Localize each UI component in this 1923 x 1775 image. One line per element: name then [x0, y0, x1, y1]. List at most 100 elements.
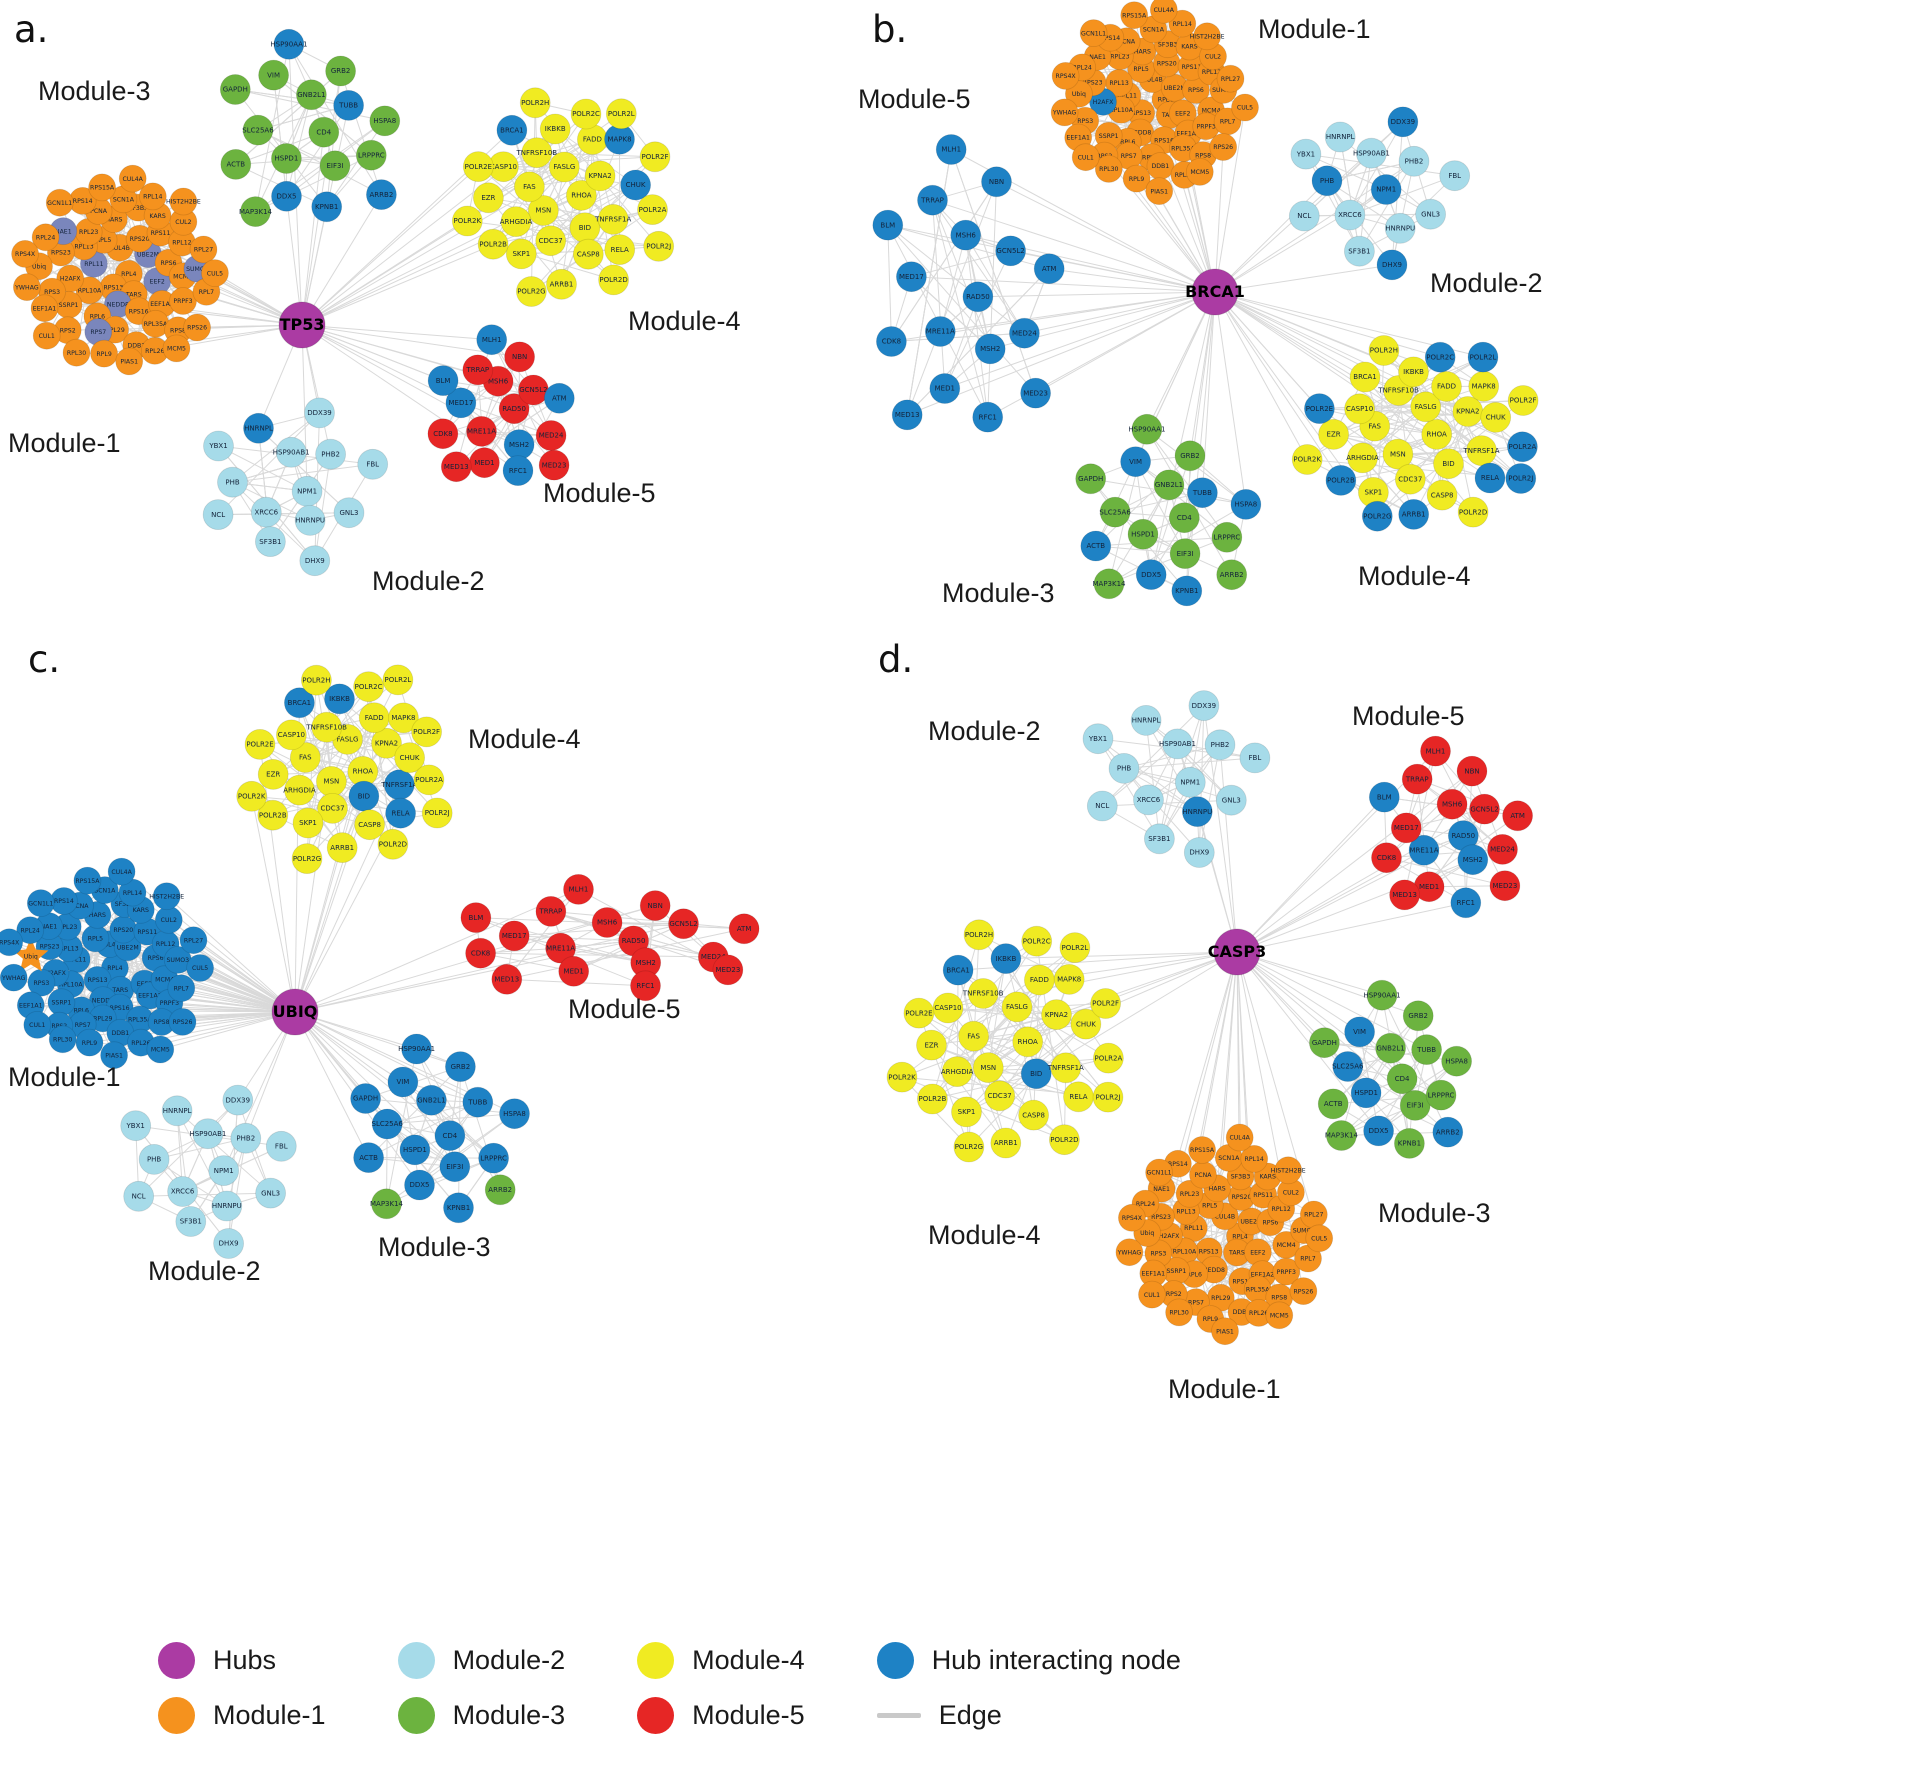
node-POLR2D[interactable]: POLR2D [377, 828, 409, 860]
hub-node-TP53[interactable]: TP53 [278, 301, 326, 349]
node-MAPK8[interactable]: MAPK8 [1053, 964, 1085, 995]
node-MCM5[interactable]: MCM5 [146, 1035, 175, 1064]
node-RPS4X[interactable]: RPS4X [1118, 1203, 1146, 1232]
node-CUL1[interactable]: CUL1 [1138, 1280, 1166, 1309]
node-MED23[interactable]: MED23 [712, 954, 744, 986]
node-SKP1[interactable]: SKP1 [505, 238, 537, 270]
node-DDX5[interactable]: DDX5 [404, 1169, 435, 1201]
node-POLR2K[interactable]: POLR2K [451, 205, 483, 237]
node-RPL30[interactable]: RPL30 [48, 1025, 77, 1054]
node-BRCA1[interactable]: BRCA1 [496, 114, 528, 146]
node-MRE11A[interactable]: MRE11A [466, 415, 497, 447]
node-YWHAG[interactable]: YWHAG [1115, 1238, 1144, 1267]
node-YBX1[interactable]: YBX1 [1082, 723, 1114, 755]
node-BLM[interactable]: BLM [872, 209, 904, 241]
node-TRRAP[interactable]: TRRAP [917, 184, 948, 216]
node-RELA[interactable]: RELA [385, 797, 417, 829]
node-POLR2D[interactable]: POLR2D [1457, 496, 1489, 528]
node-HSPD1[interactable]: HSPD1 [270, 143, 302, 174]
node-HSP90AA1[interactable]: HSP90AA1 [398, 1033, 435, 1065]
node-MED23[interactable]: MED23 [538, 449, 570, 481]
node-PRPF3[interactable]: PRPF3 [169, 287, 197, 315]
node-RPS26[interactable]: RPS26 [1209, 133, 1238, 161]
node-POLR2L[interactable]: POLR2L [1467, 341, 1499, 373]
node-XRCC6[interactable]: XRCC6 [1133, 784, 1164, 816]
node-GNL3[interactable]: GNL3 [333, 497, 365, 529]
node-PHB[interactable]: PHB [1311, 165, 1343, 197]
node-GNL3[interactable]: GNL3 [1415, 198, 1446, 230]
node-POLR2B[interactable]: POLR2B [1325, 464, 1357, 496]
node-EIF3I[interactable]: EIF3I [439, 1151, 471, 1183]
node-MED24[interactable]: MED24 [1487, 834, 1518, 865]
node-RELA[interactable]: RELA [1063, 1081, 1094, 1113]
node-DDX5[interactable]: DDX5 [1135, 559, 1167, 590]
node-RPS15A[interactable]: RPS15A [1120, 1, 1149, 30]
node-MLH1[interactable]: MLH1 [1420, 735, 1451, 767]
node-SLC25A6[interactable]: SLC25A6 [1099, 496, 1131, 528]
node-RPL27[interactable]: RPL27 [189, 235, 218, 264]
node-NBN[interactable]: NBN [639, 890, 671, 921]
node-POLR2H[interactable]: POLR2H [300, 664, 332, 696]
node-CDK8[interactable]: CDK8 [1371, 842, 1402, 874]
node-RPS4X[interactable]: RPS4X [0, 928, 24, 957]
node-SF3B1[interactable]: SF3B1 [1144, 823, 1175, 855]
node-POLR2L[interactable]: POLR2L [1059, 932, 1091, 963]
node-EIF3I[interactable]: EIF3I [319, 150, 351, 182]
node-ATM[interactable]: ATM [543, 382, 575, 414]
node-MAP3K14[interactable]: MAP3K14 [239, 196, 273, 228]
node-POLR2B[interactable]: POLR2B [917, 1083, 948, 1115]
node-CASP8[interactable]: CASP8 [1426, 479, 1458, 511]
node-GNB2L1[interactable]: GNB2L1 [1153, 469, 1185, 501]
node-MED1[interactable]: MED1 [929, 373, 961, 404]
node-POLR2D[interactable]: POLR2D [1049, 1124, 1080, 1156]
node-PHB2[interactable]: PHB2 [315, 438, 347, 470]
node-FADD[interactable]: FADD [577, 124, 608, 155]
node-MED17[interactable]: MED17 [896, 261, 927, 293]
node-ATM[interactable]: ATM [1502, 800, 1533, 832]
node-SF3B1[interactable]: SF3B1 [1344, 235, 1375, 267]
node-POLR2A[interactable]: POLR2A [637, 194, 668, 226]
node-RPL7[interactable]: RPL7 [167, 974, 196, 1003]
hub-node-BRCA1[interactable]: BRCA1 [1185, 268, 1245, 316]
node-MLH1[interactable]: MLH1 [935, 134, 967, 165]
node-HSPD1[interactable]: HSPD1 [399, 1134, 431, 1166]
node-MAP3K14[interactable]: MAP3K14 [1325, 1120, 1359, 1151]
node-LRPPRC[interactable]: LRPPRC [478, 1142, 510, 1174]
node-PHB[interactable]: PHB [138, 1144, 170, 1175]
node-PIAS1[interactable]: PIAS1 [1211, 1317, 1239, 1346]
node-CUL5[interactable]: CUL5 [186, 954, 215, 982]
node-RPS4X[interactable]: RPS4X [11, 239, 40, 268]
node-TUBB[interactable]: TUBB [1187, 477, 1218, 509]
node-GCN1L1[interactable]: GCN1L1 [45, 188, 74, 217]
node-MED13[interactable]: MED13 [1389, 879, 1420, 911]
node-HNRNPL[interactable]: HNRNPL [243, 412, 274, 444]
node-BID[interactable]: BID [348, 780, 380, 812]
node-RPS26[interactable]: RPS26 [168, 1008, 197, 1036]
node-GRB2[interactable]: GRB2 [1174, 440, 1206, 472]
node-POLR2F[interactable]: POLR2F [639, 141, 671, 173]
node-RFC1[interactable]: RFC1 [1450, 887, 1482, 919]
node-GAPDH[interactable]: GAPDH [1075, 463, 1107, 495]
node-TUBB[interactable]: TUBB [333, 90, 365, 121]
node-NPM1[interactable]: NPM1 [291, 475, 323, 507]
node-MSN[interactable]: MSN [315, 766, 347, 797]
node-POLR2C[interactable]: POLR2C [1424, 341, 1456, 373]
node-VIM[interactable]: VIM [258, 59, 290, 91]
hub-node-CASP3[interactable]: CASP3 [1208, 928, 1267, 976]
node-CUL5[interactable]: CUL5 [1231, 93, 1259, 122]
node-YBX1[interactable]: YBX1 [203, 430, 234, 462]
node-GCN5L2[interactable]: GCN5L2 [995, 235, 1026, 267]
node-HSP90AA1[interactable]: HSP90AA1 [270, 28, 307, 60]
node-SF3B1[interactable]: SF3B1 [254, 526, 286, 557]
node-HSPA8[interactable]: HSPA8 [499, 1098, 530, 1130]
node-POLR2H[interactable]: POLR2H [1368, 335, 1400, 366]
node-TRRAP[interactable]: TRRAP [462, 354, 494, 386]
node-FADD[interactable]: FADD [1024, 964, 1055, 996]
node-BID[interactable]: BID [1020, 1058, 1052, 1090]
node-FAS[interactable]: FAS [958, 1020, 989, 1052]
node-POLR2F[interactable]: POLR2F [1090, 988, 1121, 1019]
node-GNL3[interactable]: GNL3 [1215, 784, 1247, 816]
node-KPNB1[interactable]: KPNB1 [311, 191, 343, 223]
node-GCN5L2[interactable]: GCN5L2 [1469, 793, 1500, 825]
node-HSPD1[interactable]: HSPD1 [1127, 518, 1159, 550]
